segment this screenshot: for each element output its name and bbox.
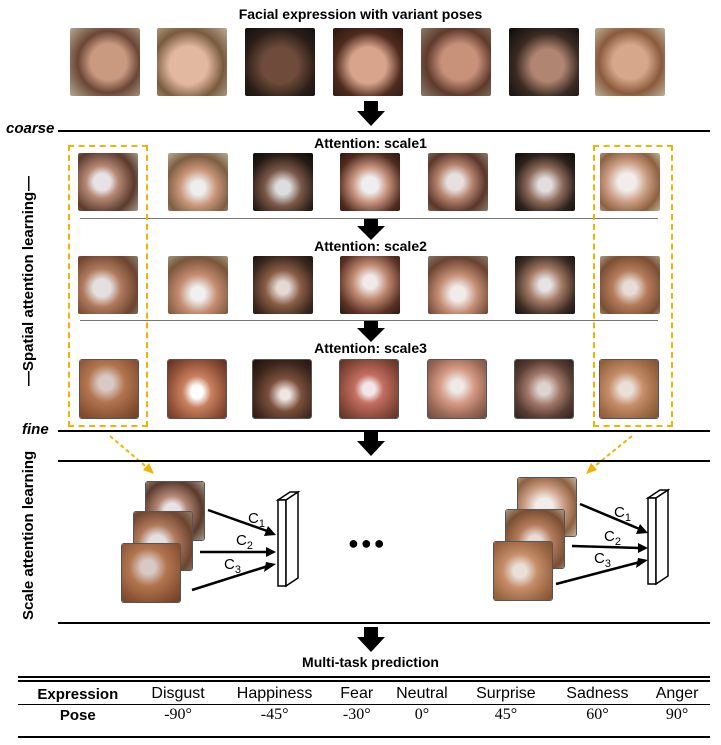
arrow-down-3 [357,320,385,342]
expression-cell: Anger [655,685,699,702]
attention-face [253,256,313,314]
expression-cell: Neutral [396,685,448,702]
pose-cell: -90° [164,706,192,723]
arrow-down-5 [357,627,385,652]
stack-face-scale3 [494,542,552,600]
attention-face [78,256,138,314]
attention-face [600,153,660,211]
attention-face [515,360,573,418]
scale1-heading: Attention: scale1 [314,135,427,151]
label-c3-right: C3 [594,550,611,570]
face-fear [245,28,315,96]
expression-cell: Sadness [566,685,629,702]
table-top-rule-2 [18,680,710,682]
label-c2-right: C2 [604,528,621,548]
divider-scale-top [58,460,710,462]
label-c3-left: C3 [224,556,241,576]
attention-face [515,153,575,211]
arrow-down-4 [357,432,385,456]
dashed-arrow-left [109,435,151,471]
top-title: Facial expression with variant poses [238,6,483,22]
divider-coarse [58,130,710,132]
pose-row: Pose -90° -45° -30° 0° 45° 60° 90° [18,705,710,726]
label-c1-left: C1 [248,510,265,530]
dashed-arrow-right [589,435,633,471]
attention-face [168,360,226,418]
arrow-down-1 [357,101,385,126]
spatial-attention-label: —Spatial attention learning— [20,176,37,386]
pose-cell: 60° [586,706,609,723]
attention-face [253,360,311,418]
label-c2-left: C2 [236,532,253,552]
attention-face [340,360,398,418]
attention-face [168,256,228,314]
attention-face [340,153,400,211]
divider-scale-bottom [58,622,710,624]
attention-face [600,360,658,418]
attention-face [428,360,486,418]
table-bottom-rule [18,736,710,738]
attention-face [600,256,660,314]
pose-cell: 90° [665,706,689,723]
label-c1-right: C1 [614,504,631,524]
fine-label: fine [22,421,49,438]
expression-cell: Happiness [236,685,313,702]
arrow-down-2 [357,218,385,240]
table-top-rule [18,676,710,678]
result-table: Expression Disgust Happiness Fear Neutra… [18,684,710,725]
face-anger [595,28,665,96]
stack-face-scale3 [122,544,180,602]
expression-cell: Disgust [151,685,205,702]
attention-face [168,153,228,211]
attention-face [515,256,575,314]
attention-face [253,153,313,211]
pose-cell: 0° [414,706,430,723]
scale2-heading: Attention: scale2 [314,238,427,254]
face-happiness [157,28,227,96]
separator-scale1 [80,218,658,219]
ellipsis: ●●● [348,533,387,553]
scale3-heading: Attention: scale3 [314,340,427,356]
divider-fine [58,430,710,432]
pose-cell: 45° [494,706,518,723]
face-disgust [70,28,140,96]
attention-face [78,153,138,211]
pose-label: Pose [59,706,96,724]
attention-face [428,256,488,314]
expression-cell: Surprise [476,685,536,702]
face-surprise [421,28,491,96]
attention-face [340,256,400,314]
separator-scale2 [80,320,658,321]
attention-face [80,360,138,418]
dashed-box-right [593,145,673,427]
face-sadness [509,28,579,96]
expression-cell: Fear [340,685,374,702]
pose-cell: -45° [260,706,289,723]
expression-label: Expression [37,685,119,703]
scale-attention-label: Scale attention learning [20,450,37,620]
pose-cell: -30° [342,706,371,723]
expression-row: Expression Disgust Happiness Fear Neutra… [18,684,710,705]
prediction-title: Multi-task prediction [302,654,439,670]
coarse-label: coarse [6,120,55,137]
attention-face [428,153,488,211]
dashed-box-left [68,145,148,427]
face-neutral [333,28,403,96]
